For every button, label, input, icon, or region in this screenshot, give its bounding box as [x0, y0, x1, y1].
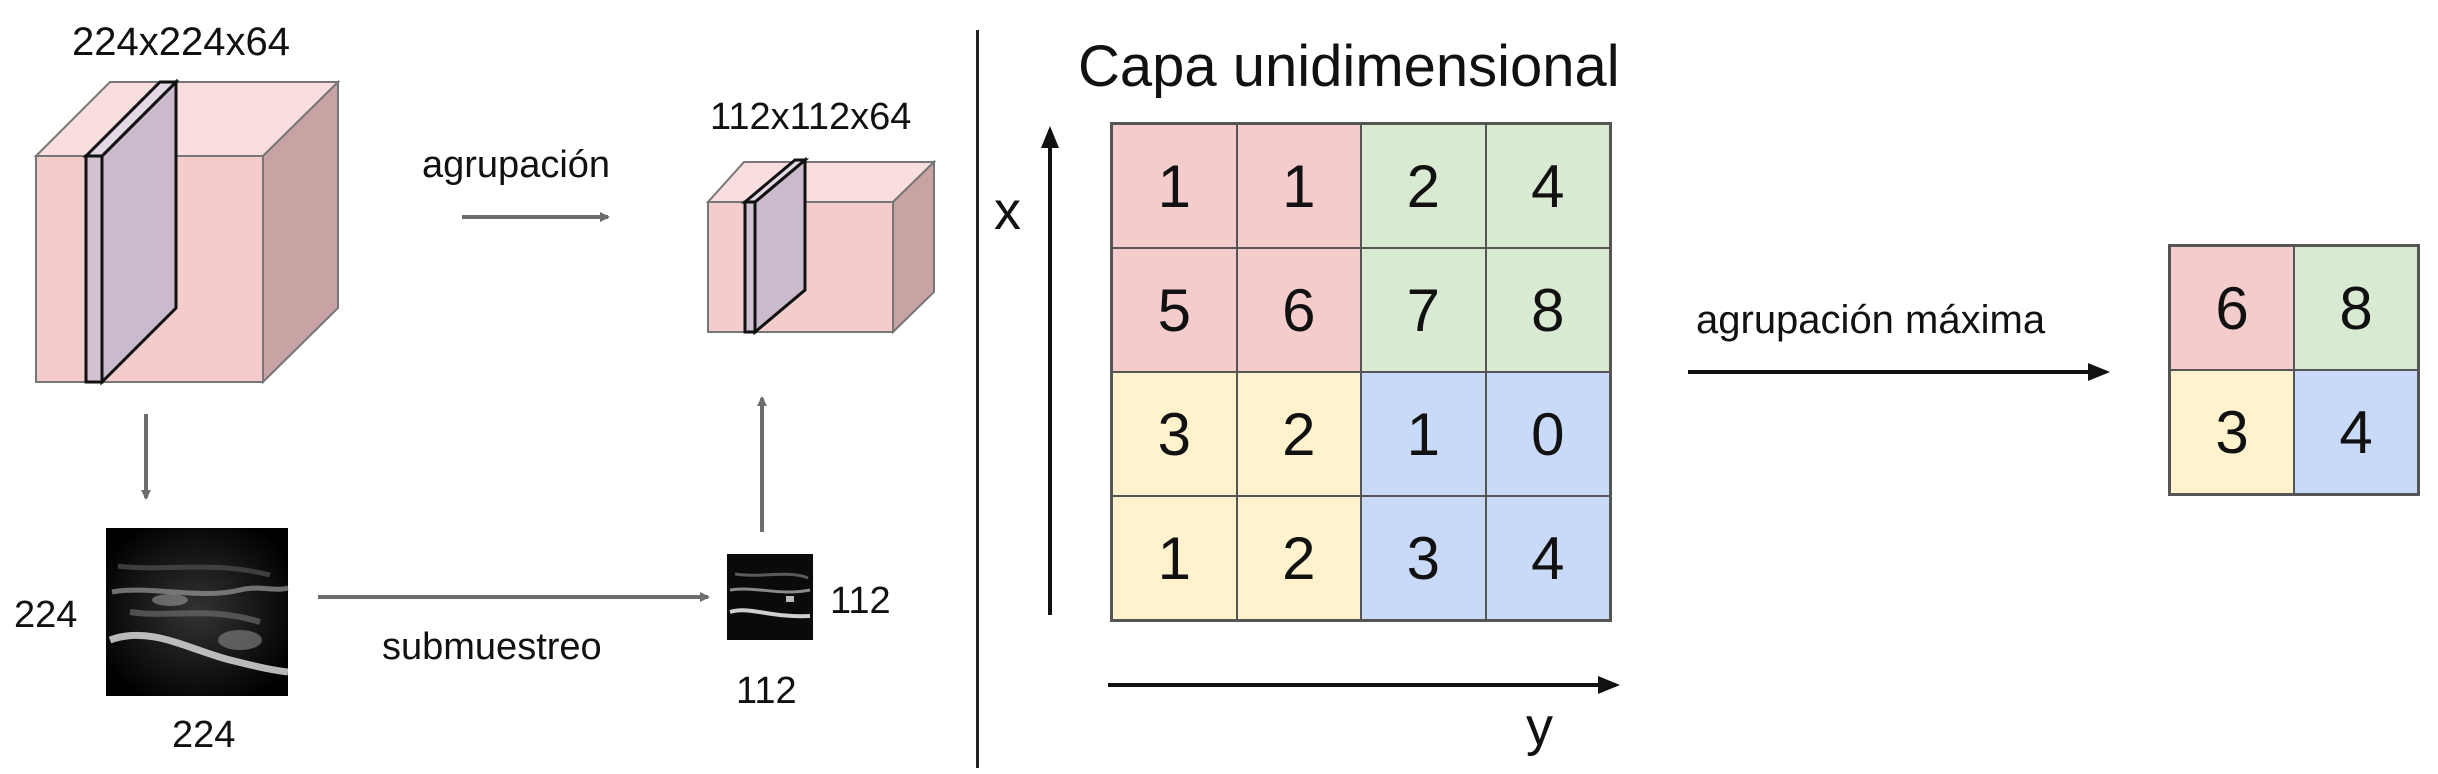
input-volume-slice-top	[82, 80, 180, 158]
pooled-volume	[705, 156, 937, 336]
axis-arrows	[1041, 126, 2110, 694]
input-grid-cell-r2-c3: 7	[1361, 248, 1486, 372]
input-volume-slice-front	[84, 154, 104, 384]
input-grid-cell-r2-c1: 5	[1112, 248, 1237, 372]
output-slice-height-label: 112	[830, 580, 891, 622]
input-slice-height-label: 224	[14, 594, 78, 636]
input-volume-dimension-label: 224x224x64	[72, 20, 290, 64]
max-pooling-label: agrupación máxima	[1696, 298, 2046, 342]
output-slice-width-label: 112	[736, 670, 797, 712]
downsample-label: submuestreo	[382, 626, 602, 668]
input-grid-cell-r4-c2: 2	[1236, 496, 1361, 620]
input-volume	[33, 78, 341, 386]
pooled-volume-slice-top	[740, 158, 810, 204]
input-grid-cell-r4-c4: 4	[1485, 496, 1610, 620]
input-grid-cell-r1-c4: 4	[1485, 124, 1610, 248]
input-grid-cell-r2-c4: 8	[1485, 248, 1610, 372]
output-grid-cell-r2-c2: 4	[2294, 370, 2418, 494]
pooled-volume-dimension-label: 112x112x64	[710, 96, 912, 138]
input-grid-cell-r1-c1: 1	[1112, 124, 1237, 248]
input-slice-width-label: 224	[172, 714, 236, 756]
input-slice-image	[106, 528, 289, 696]
y-axis-label: y	[1526, 697, 1553, 757]
output-grid-cell-r1-c2: 8	[2294, 246, 2418, 370]
input-grid-cell-r3-c4: 0	[1485, 372, 1610, 496]
input-grid-cell-r3-c3: 1	[1361, 372, 1486, 496]
input-grid-cell-r3-c1: 3	[1112, 372, 1237, 496]
slice-title: Capa unidimensional	[1078, 34, 1620, 99]
pooling-label: agrupación	[422, 144, 611, 186]
panel-divider	[976, 30, 979, 768]
input-grid-cell-r3-c2: 2	[1236, 372, 1361, 496]
input-grid-cell-r2-c2: 6	[1236, 248, 1361, 372]
output-grid-cell-r2-c1: 3	[2170, 370, 2294, 494]
pooling-volumes-graphic	[33, 78, 937, 696]
input-grid-cell-r4-c3: 3	[1361, 496, 1486, 620]
output-slice-image	[727, 554, 813, 640]
input-grid-cell-r4-c1: 1	[1112, 496, 1237, 620]
input-grid-cell-r1-c3: 2	[1361, 124, 1486, 248]
x-axis-label: x	[994, 181, 1021, 241]
output-grid-cell-r1-c1: 6	[2170, 246, 2294, 370]
input-grid-cell-r1-c2: 1	[1236, 124, 1361, 248]
